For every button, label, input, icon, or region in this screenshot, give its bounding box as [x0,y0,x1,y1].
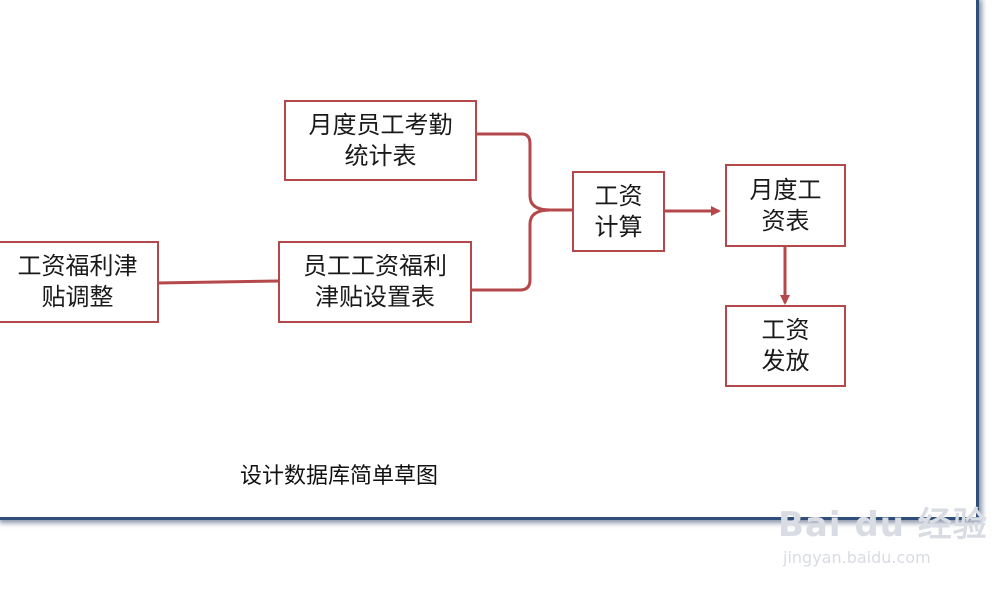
node-monthly-salary-table: 月度工 资表 [725,164,846,247]
connector-settings-brace [472,208,551,292]
node-salary-payment: 工资 发放 [725,305,846,387]
slide-canvas [0,0,979,520]
node-salary-calc: 工资 计算 [572,171,665,252]
diagram-caption: 设计数据库简单草图 [240,464,439,489]
watermark-url: jingyan.baidu.com [783,548,931,567]
connector-adjust-to-settings [157,279,279,285]
connector-attendance-brace [476,132,572,212]
node-attendance-stats: 月度员工考勤 统计表 [284,100,477,181]
node-allowance-settings: 员工工资福利 津贴设置表 [278,241,472,323]
watermark-logo: Bai du 经验 [778,505,988,545]
node-allowance-adjust: 工资福利津 贴调整 [0,241,159,323]
